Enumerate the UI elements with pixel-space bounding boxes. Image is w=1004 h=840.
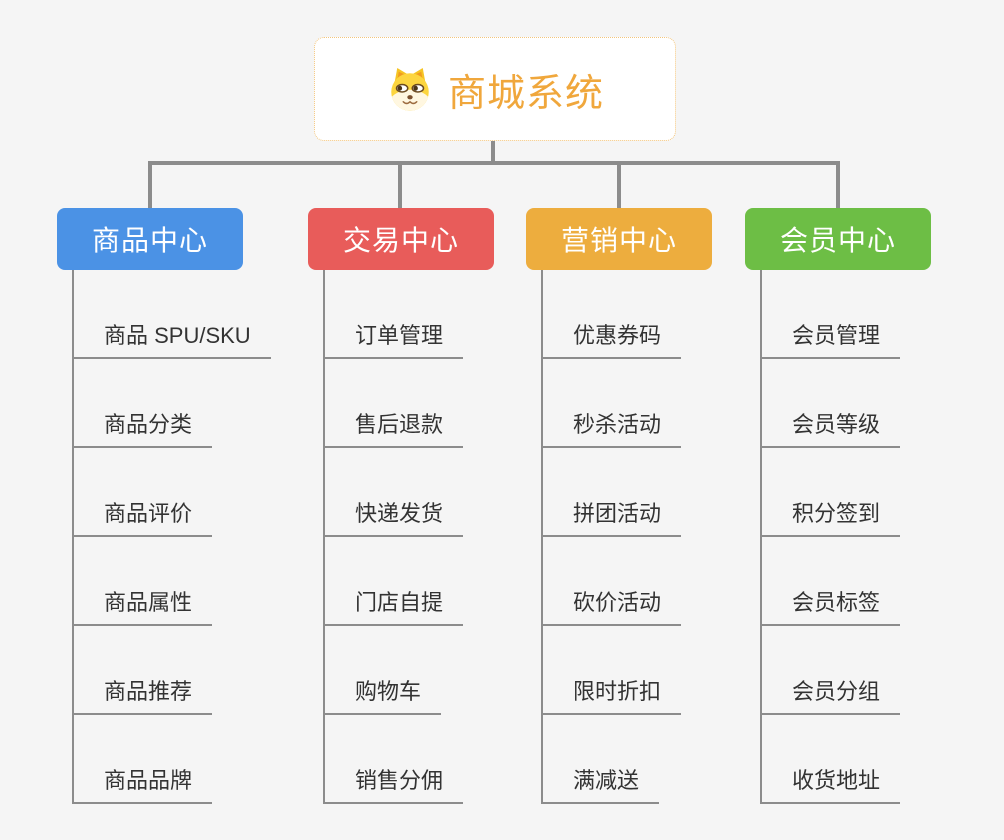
child-node[interactable]: 商品分类 [74, 359, 213, 448]
child-node[interactable]: 会员等级 [762, 359, 901, 448]
child-node[interactable]: 会员管理 [762, 270, 901, 359]
branch-header-marketing-center[interactable]: 营销中心 [526, 208, 712, 270]
branch-column-product: 商品中心 商品 SPU/SKU 商品分类 商品评价 商品属性 商品推荐 商品品牌 [57, 208, 271, 804]
child-node[interactable]: 收货地址 [762, 715, 901, 804]
child-node[interactable]: 砍价活动 [543, 537, 682, 626]
child-node[interactable]: 购物车 [325, 626, 442, 715]
child-node[interactable]: 售后退款 [325, 359, 464, 448]
child-node[interactable]: 积分签到 [762, 448, 901, 537]
branch-children-marketing: 优惠券码 秒杀活动 拼团活动 砍价活动 限时折扣 满减送 [541, 270, 682, 804]
child-node[interactable]: 商品 SPU/SKU [74, 270, 271, 359]
child-node[interactable]: 快递发货 [325, 448, 464, 537]
connector-bus [148, 161, 840, 165]
branch-children-trade: 订单管理 售后退款 快递发货 门店自提 购物车 销售分佣 [323, 270, 464, 804]
branch-column-marketing: 营销中心 优惠券码 秒杀活动 拼团活动 砍价活动 限时折扣 满减送 [526, 208, 712, 804]
dog-face-icon [386, 65, 434, 113]
child-node[interactable]: 限时折扣 [543, 626, 682, 715]
connector-drop-trade [398, 161, 402, 209]
branch-header-product-center[interactable]: 商品中心 [57, 208, 243, 270]
child-node[interactable]: 门店自提 [325, 537, 464, 626]
connector-drop-product [148, 161, 152, 209]
child-node[interactable]: 拼团活动 [543, 448, 682, 537]
child-node[interactable]: 订单管理 [325, 270, 464, 359]
child-node[interactable]: 满减送 [543, 715, 660, 804]
branch-column-member: 会员中心 会员管理 会员等级 积分签到 会员标签 会员分组 收货地址 [745, 208, 931, 804]
root-title: 商城系统 [447, 72, 604, 115]
child-node[interactable]: 商品属性 [74, 537, 213, 626]
child-node[interactable]: 销售分佣 [325, 715, 464, 804]
branch-column-trade: 交易中心 订单管理 售后退款 快递发货 门店自提 购物车 销售分佣 [308, 208, 494, 804]
branch-header-trade-center[interactable]: 交易中心 [308, 208, 494, 270]
child-node[interactable]: 商品推荐 [74, 626, 213, 715]
child-node[interactable]: 会员标签 [762, 537, 901, 626]
child-node[interactable]: 商品评价 [74, 448, 213, 537]
branch-children-member: 会员管理 会员等级 积分签到 会员标签 会员分组 收货地址 [760, 270, 901, 804]
child-node[interactable]: 会员分组 [762, 626, 901, 715]
connector-root-drop [491, 141, 495, 162]
branch-header-member-center[interactable]: 会员中心 [745, 208, 931, 270]
branch-children-product: 商品 SPU/SKU 商品分类 商品评价 商品属性 商品推荐 商品品牌 [72, 270, 271, 804]
child-node[interactable]: 商品品牌 [74, 715, 213, 804]
connector-drop-member [836, 161, 840, 209]
child-node[interactable]: 秒杀活动 [543, 359, 682, 448]
root-node[interactable]: 商城系统 [314, 37, 676, 141]
connector-drop-marketing [617, 161, 621, 209]
child-node[interactable]: 优惠券码 [543, 270, 682, 359]
